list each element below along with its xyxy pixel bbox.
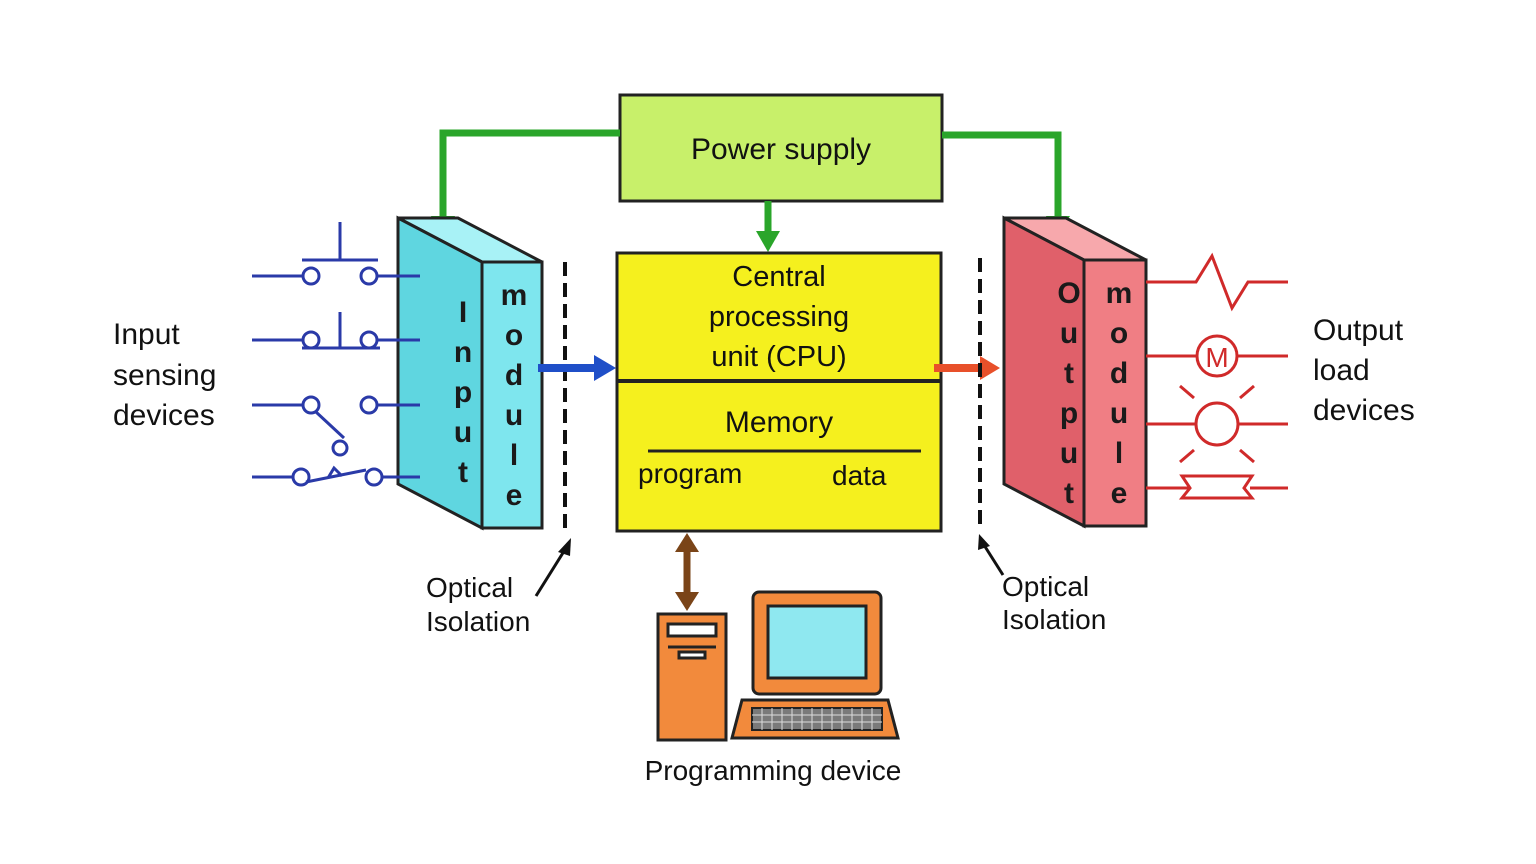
- input-devices-line3: devices: [113, 399, 215, 432]
- pushbutton-no-icon: [252, 222, 420, 286]
- output-letter-3: p: [1060, 397, 1078, 430]
- input-switches: [252, 222, 420, 487]
- input-to-cpu-arrow: [538, 355, 616, 381]
- input-module-letter-3: u: [505, 399, 523, 432]
- cpu-to-output-arrow: [934, 356, 1000, 380]
- optical-left-line2: Isolation: [426, 606, 530, 637]
- power-line-to-output: [942, 131, 1062, 225]
- input-devices-line2: sensing: [113, 359, 216, 392]
- output-devices-line1: Output: [1313, 314, 1404, 347]
- output-module-letter-2: d: [1110, 357, 1128, 390]
- motor-icon: [1146, 334, 1288, 378]
- input-letter-0: I: [459, 296, 467, 329]
- input-module-letter-0: m: [501, 279, 528, 312]
- pushbutton-nc-icon: [252, 312, 420, 350]
- input-module-letter-2: d: [505, 359, 523, 392]
- optical-isolation-right: Optical Isolation: [978, 258, 1106, 635]
- output-module-letter-1: o: [1110, 317, 1128, 350]
- memory-program-label: program: [638, 458, 742, 489]
- output-module-letter-3: u: [1110, 397, 1128, 430]
- output-devices-line3: devices: [1313, 394, 1415, 427]
- input-letter-1: n: [454, 336, 472, 369]
- output-letter-2: t: [1064, 357, 1074, 390]
- limit-switch-icon: [252, 395, 420, 457]
- lamp-icon: [1146, 384, 1288, 464]
- output-letter-4: u: [1060, 437, 1078, 470]
- cpu-line1: Central: [732, 261, 826, 293]
- horn-icon: [1146, 474, 1288, 500]
- motor-symbol-label: M: [1205, 342, 1228, 373]
- memory-data-label: data: [832, 460, 887, 491]
- cpu-block: Central processing unit (CPU) Memory pro…: [615, 251, 943, 533]
- output-loads: [1146, 252, 1288, 500]
- optical-left-line1: Optical: [426, 572, 513, 603]
- power-line-to-input: [439, 129, 620, 225]
- input-letter-2: p: [454, 376, 472, 409]
- optical-isolation-left: Optical Isolation: [426, 262, 571, 637]
- cpu-line2: processing: [709, 301, 849, 333]
- optical-right-line1: Optical: [1002, 571, 1089, 602]
- output-devices-line2: load: [1313, 354, 1370, 387]
- output-module-letter-0: m: [1106, 277, 1133, 310]
- output-module-letter-4: l: [1115, 437, 1123, 470]
- input-module: I n p u t m o d u l e: [396, 215, 544, 531]
- cpu-programming-link: [675, 533, 699, 611]
- power-supply-block: Power supply: [618, 93, 944, 203]
- power-arrow-cpu: [756, 231, 780, 252]
- output-module: O u t p u t m o d u l e: [1002, 215, 1148, 529]
- input-module-letter-4: l: [510, 439, 518, 472]
- computer-icon: [656, 590, 900, 742]
- input-letter-4: t: [458, 456, 468, 489]
- output-module-letter-5: e: [1111, 477, 1128, 510]
- optical-right-line2: Isolation: [1002, 604, 1106, 635]
- output-letter-1: u: [1060, 317, 1078, 350]
- input-module-letter-5: e: [506, 479, 523, 512]
- power-supply-label: Power supply: [691, 133, 871, 166]
- input-devices-line1: Input: [113, 318, 180, 351]
- input-module-letter-1: o: [505, 319, 523, 352]
- input-letter-3: u: [454, 416, 472, 449]
- output-letter-0: O: [1057, 277, 1080, 310]
- toggle-switch-icon: [252, 465, 420, 487]
- programming-device-label: Programming device: [645, 755, 902, 786]
- input-devices-label: Input sensing devices: [113, 318, 216, 432]
- output-letter-5: t: [1064, 477, 1074, 510]
- cpu-line3: unit (CPU): [711, 341, 846, 373]
- heater-icon: [1146, 252, 1288, 312]
- output-devices-label: Output load devices: [1313, 314, 1415, 427]
- memory-label: Memory: [725, 406, 833, 439]
